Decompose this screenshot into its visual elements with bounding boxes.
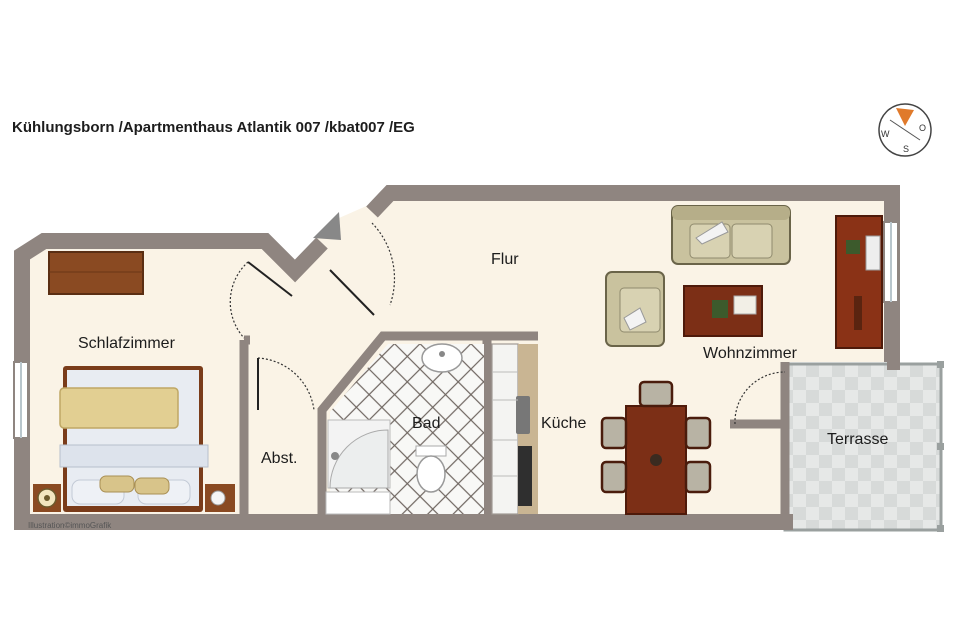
interior-walls — [239, 331, 790, 522]
sofa — [671, 205, 791, 265]
armchair — [605, 271, 665, 347]
entrance-arrow — [313, 212, 341, 240]
kitchen-counter — [491, 343, 538, 515]
compass-icon: W S O — [878, 103, 932, 157]
room-label-wohnzimmer: Wohnzimmer — [703, 345, 798, 362]
tv-cabinet — [835, 215, 883, 349]
illustration-credit: Illustration©immoGrafik — [28, 521, 112, 530]
dresser — [48, 251, 144, 295]
room-label-schlafzimmer: Schlafzimmer — [78, 335, 176, 352]
room-label-flur: Flur — [491, 251, 519, 268]
room-label-abst: Abst. — [261, 450, 297, 467]
plan-title: Kühlungsborn /Apartmenthaus Atlantik 007… — [12, 119, 415, 136]
windows — [13, 221, 899, 439]
room-label-bad: Bad — [412, 415, 440, 432]
compass-s: S — [903, 144, 909, 154]
bathroom — [325, 343, 484, 515]
dining-table — [600, 380, 712, 515]
compass-o: O — [919, 123, 926, 133]
coffee-table — [683, 285, 763, 337]
room-label-terrasse: Terrasse — [827, 431, 888, 448]
double-bed — [59, 366, 209, 512]
nightstand-right — [205, 484, 235, 512]
terrace — [781, 361, 944, 532]
nightstand-left — [33, 484, 61, 512]
room-label-kueche: Küche — [541, 415, 586, 432]
compass-w: W — [881, 129, 890, 139]
